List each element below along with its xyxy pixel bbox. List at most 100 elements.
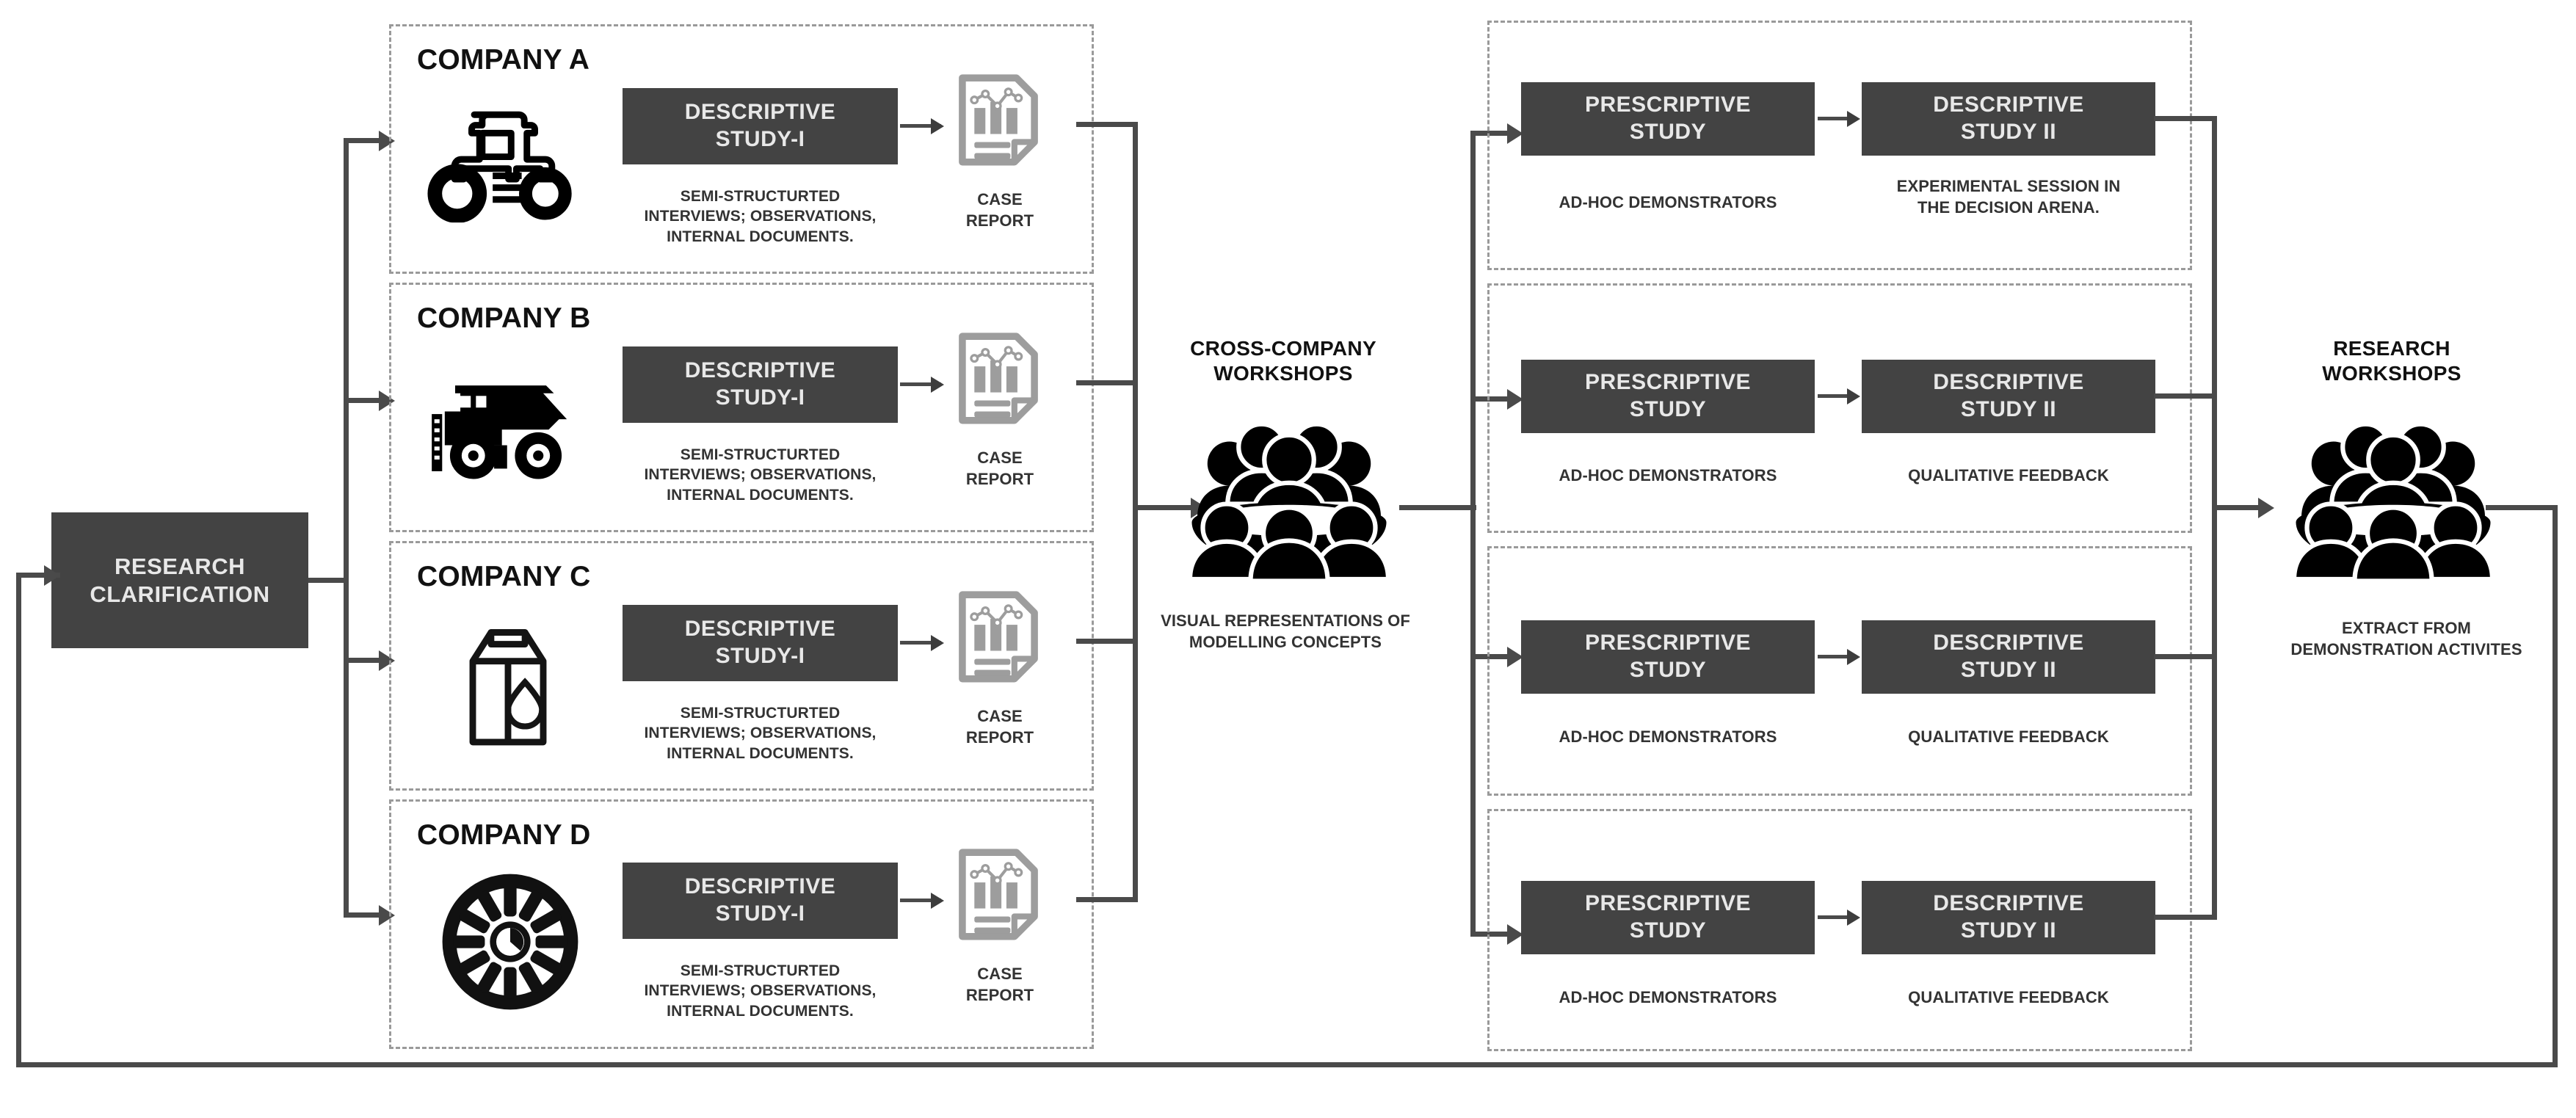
row-3-descriptive-caption: QUALITATIVE FEEDBACK [1854,727,2163,748]
row-2-descriptive-line1: DESCRIPTIVE [1933,370,2084,395]
connector-branch-company-d [344,912,389,918]
company-c-study-line1: DESCRIPTIVE [684,617,836,642]
row-4-prescriptive-line2: STUDY [1629,918,1707,943]
company-group-b [389,283,1094,532]
connector-row-2-pres-to-desc [1818,394,1856,398]
row-2-prescriptive-line2: STUDY [1629,397,1707,421]
cross-company-workshops-caption-line2: MODELLING CONCEPTS [1189,632,1382,651]
tractor-icon [424,103,582,224]
row-3-prescriptive-line2: STUDY [1629,658,1707,682]
row-3-descriptive-line1: DESCRIPTIVE [1933,631,2084,656]
case-report-icon [954,330,1042,440]
connector-branch-row-3 [1470,654,1516,659]
case-report-icon [954,72,1042,182]
company-d-study-box[interactable]: DESCRIPTIVE STUDY-I [623,863,898,939]
row-2-prescriptive-line1: PRESCRIPTIVE [1584,370,1752,395]
company-a-output-label: CASE REPORT [948,189,1051,231]
company-d-method-line2: INTERVIEWS; OBSERVATIONS, [644,982,877,1000]
feedback-loop-bottom [16,1062,2558,1067]
company-a-study-line1: DESCRIPTIVE [684,100,836,125]
row-2-prescriptive-box[interactable]: PRESCRIPTIVE STUDY [1521,360,1815,433]
connector-branch-company-a [344,138,389,143]
company-a-method-line3: INTERNAL DOCUMENTS. [667,228,854,245]
row-3-prescriptive-caption-line1: AD-HOC DEMONSTRATORS [1559,727,1777,746]
company-a-output-line1: CASE [977,190,1023,208]
row-3-descriptive-line2: STUDY II [1960,658,2057,682]
row-2-descriptive-box[interactable]: DESCRIPTIVE STUDY II [1862,360,2155,433]
arrow-to-research-workshops [2258,498,2274,518]
turbine-fan-icon [440,872,580,1012]
connector-row-3-pres-to-desc [1818,655,1856,658]
row-1-prescriptive-line1: PRESCRIPTIVE [1584,92,1752,117]
company-c-study-box[interactable]: DESCRIPTIVE STUDY-I [623,605,898,681]
study-row-group-1 [1487,21,2192,270]
row-4-prescriptive-caption: AD-HOC DEMONSTRATORS [1514,987,1822,1009]
row-2-descriptive-line2: STUDY II [1960,397,2057,421]
row-4-prescriptive-box[interactable]: PRESCRIPTIVE STUDY [1521,881,1815,954]
row-3-prescriptive-line1: PRESCRIPTIVE [1584,631,1752,656]
study-row-group-2 [1487,283,2192,533]
arrow-row-3-to-descriptive [1847,649,1860,665]
row-3-prescriptive-box[interactable]: PRESCRIPTIVE STUDY [1521,620,1815,694]
feedback-loop-right-vertical [2553,505,2558,1067]
cross-company-workshops-caption: VISUAL REPRESENTATIONS OF MODELLING CONC… [1142,611,1429,653]
research-clarification-box[interactable]: RESEARCH CLARIFICATION [51,512,308,648]
connector-trunk-to-research-workshops [2212,505,2265,510]
company-b-method-line3: INTERNAL DOCUMENTS. [667,486,854,504]
company-c-title: COMPANY C [417,561,591,592]
arrow-to-row-3 [1507,647,1523,667]
row-2-prescriptive-caption-line1: AD-HOC DEMONSTRATORS [1559,466,1777,484]
connector-left-trunk [344,138,349,918]
company-a-output-line2: REPORT [965,211,1034,230]
research-workshops-caption: EXTRACT FROM DEMONSTRATION ACTIVITES [2260,618,2553,660]
company-d-output-line1: CASE [977,965,1023,983]
company-group-d [389,799,1094,1049]
company-c-method-line3: INTERNAL DOCUMENTS. [667,744,854,762]
row-4-prescriptive-line1: PRESCRIPTIVE [1584,891,1752,916]
company-b-study-line2: STUDY-I [715,385,805,410]
company-c-output-line1: CASE [977,707,1023,725]
company-c-method-line1: SEMI-STRUCTURTED [680,705,841,722]
row-2-descriptive-caption-line1: QUALITATIVE FEEDBACK [1908,466,2109,484]
company-d-method-line3: INTERNAL DOCUMENTS. [667,1002,854,1020]
connector-d-study-to-report [900,899,941,902]
row-1-prescriptive-caption-line1: AD-HOC DEMONSTRATORS [1559,193,1777,211]
connector-report-c-merge [1076,639,1138,644]
research-workshops-title-line2: WORKSHOPS [2322,362,2461,385]
row-4-descriptive-box[interactable]: DESCRIPTIVE STUDY II [1862,881,2155,954]
company-d-method-line1: SEMI-STRUCTURTED [680,962,841,979]
row-3-descriptive-box[interactable]: DESCRIPTIVE STUDY II [1862,620,2155,694]
row-4-descriptive-caption-line1: QUALITATIVE FEEDBACK [1908,988,2109,1006]
connector-branch-company-c [344,658,389,663]
company-c-method-caption: SEMI-STRUCTURTED INTERVIEWS; OBSERVATION… [615,703,905,763]
company-b-study-box[interactable]: DESCRIPTIVE STUDY-I [623,346,898,423]
group-of-people-icon [2283,405,2503,592]
feedback-loop-into-clarification [16,573,60,578]
connector-case-report-trunk [1133,122,1138,902]
research-clarification-line2: CLARIFICATION [90,581,270,607]
company-b-output-line1: CASE [977,449,1023,467]
company-b-output-line2: REPORT [965,469,1034,488]
company-d-output-line2: REPORT [965,985,1034,1004]
row-1-descriptive-box[interactable]: DESCRIPTIVE STUDY II [1862,82,2155,156]
row-1-prescriptive-box[interactable]: PRESCRIPTIVE STUDY [1521,82,1815,156]
study-row-group-3 [1487,546,2192,796]
connector-row-2-merge [2154,393,2217,399]
connector-row-1-merge [2154,116,2217,121]
cross-company-workshops-title-line1: CROSS-COMPANY [1190,337,1376,360]
company-a-study-box[interactable]: DESCRIPTIVE STUDY-I [623,88,898,164]
company-c-study-line2: STUDY-I [715,644,805,668]
company-c-output-label: CASE REPORT [948,706,1051,748]
connector-row-1-pres-to-desc [1818,117,1856,120]
research-workshops-caption-line1: EXTRACT FROM [2342,619,2471,637]
row-4-descriptive-line2: STUDY II [1960,918,2057,943]
case-report-icon [954,846,1042,957]
connector-report-a-merge [1076,122,1138,127]
company-c-method-line2: INTERVIEWS; OBSERVATIONS, [644,725,877,742]
mining-dump-truck-icon [421,367,590,484]
research-workshops-title: RESEARCH WORKSHOPS [2282,336,2502,386]
row-1-descriptive-caption-line1: EXPERIMENTAL SESSION IN [1896,177,2121,195]
arrow-feedback-to-clarification [44,565,60,586]
arrow-a-to-case-report [931,118,944,134]
company-group-c [389,541,1094,791]
